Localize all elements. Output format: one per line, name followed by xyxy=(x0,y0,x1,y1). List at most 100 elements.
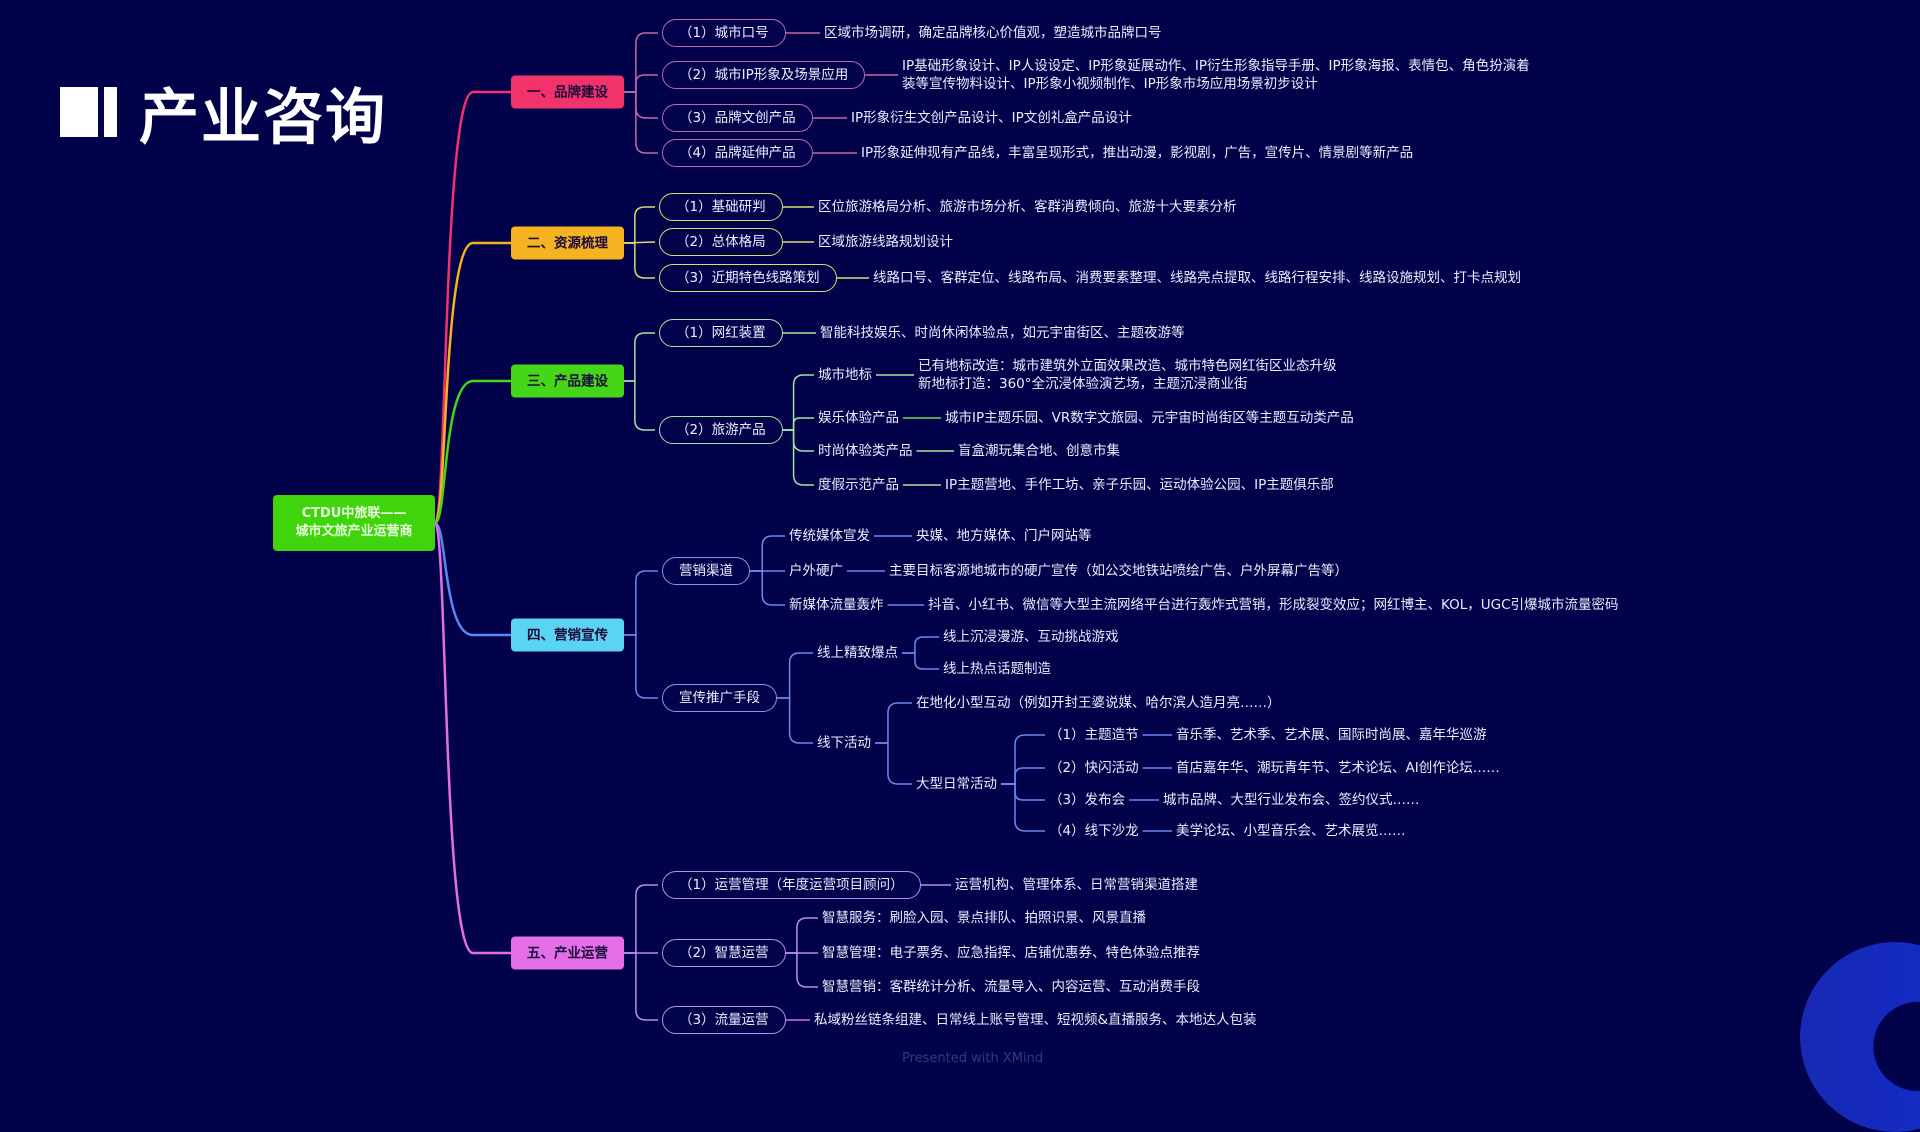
connector-line xyxy=(624,74,658,93)
connector-line xyxy=(782,417,814,431)
desc-theme-festival: 音乐季、艺术季、艺术展、国际时尚展、嘉年华巡游 xyxy=(1176,727,1487,743)
node-city-slogan[interactable]: （1）城市口号 xyxy=(662,19,786,47)
desc-overall-layout: 区域旅游线路规划设计 xyxy=(818,234,953,250)
node-marketing-channels[interactable]: 营销渠道 xyxy=(662,557,750,585)
root-line1: CTDU中旅联—— xyxy=(301,506,407,521)
node-route-planning[interactable]: （3）近期特色线路策划 xyxy=(659,264,837,292)
node-local-interaction[interactable]: 在地化小型互动（例如开封王婆说媒、哈尔滨人造月亮……） xyxy=(916,695,1281,711)
branch-marketing[interactable]: 四、营销宣传 xyxy=(511,618,624,652)
connector-line xyxy=(750,570,785,606)
node-smart-management[interactable]: 智慧管理：电子票务、应急指挥、店铺优惠券、特色体验点推荐 xyxy=(822,945,1200,961)
node-offline-salon[interactable]: （4）线下沙龙 xyxy=(1049,823,1139,839)
desc-entertainment-products: 城市IP主题乐园、VR数字文旅园、元宇宙时尚街区等主题互动类产品 xyxy=(945,410,1354,426)
desc-launch-event: 城市品牌、大型行业发布会、签约仪式…… xyxy=(1163,792,1420,808)
connector-line xyxy=(1001,783,1045,801)
desc-city-landmark: 已有地标改造：城市建筑外立面效果改造、城市特色网红街区业态升级新地标打造：360… xyxy=(918,357,1337,393)
node-entertainment-products[interactable]: 娱乐体验产品 xyxy=(818,410,899,426)
connector-line xyxy=(624,884,658,954)
connector-line xyxy=(902,636,939,654)
desc-new-media: 抖音、小红书、微信等大型主流网络平台进行轰炸式营销，形成裂变效应；网红博主、KO… xyxy=(928,597,1619,613)
connector-line xyxy=(433,241,511,525)
branch-industry-operation[interactable]: 五、产业运营 xyxy=(511,936,624,970)
node-smart-operation[interactable]: （2）智慧运营 xyxy=(662,939,786,967)
desc-traffic-operation: 私域粉丝链条组建、日常线上账号管理、短视频&直播服务、本地达人包装 xyxy=(814,1012,1257,1028)
connector-line xyxy=(433,379,511,525)
desc-city-ip: IP基础形象设计、IP人设设定、IP形象延展动作、IP衍生形象指导手册、IP形象… xyxy=(902,57,1530,93)
connector-line xyxy=(875,742,912,785)
xmind-footer: Presented with XMind xyxy=(902,1051,1044,1066)
node-traffic-operation[interactable]: （3）流量运营 xyxy=(662,1006,786,1034)
connector-line xyxy=(624,634,658,699)
connector-line xyxy=(902,652,939,670)
desc-popup-events: 首店嘉年华、潮玩青年节、艺术论坛、AI创作论坛…… xyxy=(1176,760,1500,776)
page-title: 产业咨询 xyxy=(60,80,387,153)
connector-line xyxy=(782,374,814,431)
connector-line xyxy=(777,697,813,744)
node-promotion-means[interactable]: 宣传推广手段 xyxy=(662,684,777,712)
connector-line xyxy=(624,91,658,119)
title-bar-icon xyxy=(104,87,117,137)
connector-line xyxy=(782,429,814,486)
desc-line: 装等宣传物料设计、IP形象小视频制作、IP形象市场应用场景初步设计 xyxy=(902,76,1318,92)
desc-line: IP基础形象设计、IP人设设定、IP形象延展动作、IP衍生形象指导手册、IP形象… xyxy=(902,58,1530,74)
node-brand-extension[interactable]: （4）品牌延伸产品 xyxy=(662,139,813,167)
root-node[interactable]: CTDU中旅联—— 城市文旅产业运营商 xyxy=(273,495,435,551)
node-online-roaming[interactable]: 线上沉浸漫游、互动挑战游戏 xyxy=(943,629,1119,645)
connector-line xyxy=(433,521,511,955)
node-online-topics[interactable]: 线上热点话题制造 xyxy=(943,661,1051,677)
node-traditional-media[interactable]: 传统媒体宣发 xyxy=(789,528,870,544)
node-operation-management[interactable]: （1）运营管理（年度运营项目顾问） xyxy=(662,871,921,899)
desc-traditional-media: 央媒、地方媒体、门户网站等 xyxy=(916,528,1092,544)
root-line2: 城市文旅产业运营商 xyxy=(295,524,413,539)
connector-line xyxy=(624,206,655,244)
branch-resource-sorting[interactable]: 二、资源梳理 xyxy=(511,226,624,260)
connector-line xyxy=(875,702,912,744)
branch-product-building[interactable]: 三、产品建设 xyxy=(511,364,624,398)
node-online-highlights[interactable]: 线上精致爆点 xyxy=(817,645,898,661)
connector-line xyxy=(624,91,658,154)
desc-basic-research: 区位旅游格局分析、旅游市场分析、客群消费倾向、旅游十大要素分析 xyxy=(818,199,1237,215)
connector-lines xyxy=(433,32,1172,1021)
node-tourism-products[interactable]: （2）旅游产品 xyxy=(659,416,783,444)
node-outdoor-ads[interactable]: 户外硬广 xyxy=(789,563,843,579)
title-square-icon xyxy=(60,87,98,137)
node-large-events[interactable]: 大型日常活动 xyxy=(916,776,997,792)
branch-brand-building[interactable]: 一、品牌建设 xyxy=(511,75,624,109)
node-theme-festival[interactable]: （1）主题造节 xyxy=(1049,727,1139,743)
node-new-media[interactable]: 新媒体流量轰炸 xyxy=(789,597,884,613)
connector-line xyxy=(785,952,818,988)
node-fashion-products[interactable]: 时尚体验类产品 xyxy=(818,443,913,459)
node-smart-service[interactable]: 智慧服务：刷脸入园、景点排队、拍照识景、风景直播 xyxy=(822,910,1146,926)
desc-brand-extension: IP形象延伸现有产品线，丰富呈现形式，推出动漫，影视剧，广告，宣传片、情景剧等新… xyxy=(861,145,1414,161)
node-city-landmark[interactable]: 城市地标 xyxy=(818,367,872,383)
connector-line xyxy=(782,429,814,452)
node-overall-layout[interactable]: （2）总体格局 xyxy=(659,228,783,256)
node-basic-research[interactable]: （1）基础研判 xyxy=(659,193,783,221)
node-city-ip[interactable]: （2）城市IP形象及场景应用 xyxy=(662,61,866,89)
desc-route-planning: 线路口号、客群定位、线路布局、消费要素整理、线路亮点提取、线路行程安排、线路设施… xyxy=(873,270,1521,286)
node-resort-products[interactable]: 度假示范产品 xyxy=(818,477,899,493)
node-popup-events[interactable]: （2）快闪活动 xyxy=(1049,760,1139,776)
desc-resort-products: IP主题营地、手作工坊、亲子乐园、运动体验公园、IP主题俱乐部 xyxy=(945,477,1334,493)
connector-line xyxy=(624,570,658,636)
desc-brand-cultural-products: IP形象衍生文创产品设计、IP文创礼盒产品设计 xyxy=(851,110,1132,126)
connector-line xyxy=(624,952,658,1021)
desc-line: 新地标打造：360°全沉浸体验演艺场，主题沉浸商业街 xyxy=(918,376,1248,392)
connector-line xyxy=(1001,734,1045,785)
node-launch-event[interactable]: （3）发布会 xyxy=(1049,792,1126,808)
connector-line xyxy=(434,521,511,637)
desc-operation-management: 运营机构、管理体系、日常营销渠道搭建 xyxy=(955,877,1198,893)
connector-line xyxy=(750,535,785,572)
desc-fashion-products: 盲盒潮玩集合地、创意市集 xyxy=(958,443,1120,459)
desc-internet-installations: 智能科技娱乐、时尚休闲体验点，如元宇宙街区、主题夜游等 xyxy=(820,325,1185,341)
desc-city-slogan: 区域市场调研，确定品牌核心价值观，塑造城市品牌口号 xyxy=(824,25,1162,41)
node-internet-installations[interactable]: （1）网红装置 xyxy=(659,319,783,347)
node-brand-cultural-products[interactable]: （3）品牌文创产品 xyxy=(662,104,813,132)
connector-line xyxy=(624,380,655,431)
node-smart-marketing[interactable]: 智慧营销：客群统计分析、流量导入、内容运营、互动消费手段 xyxy=(822,979,1200,995)
node-offline-events[interactable]: 线下活动 xyxy=(817,735,871,751)
connector-line xyxy=(624,242,655,279)
connector-line xyxy=(624,32,658,93)
connector-line xyxy=(1001,783,1045,832)
connector-line xyxy=(785,917,818,954)
